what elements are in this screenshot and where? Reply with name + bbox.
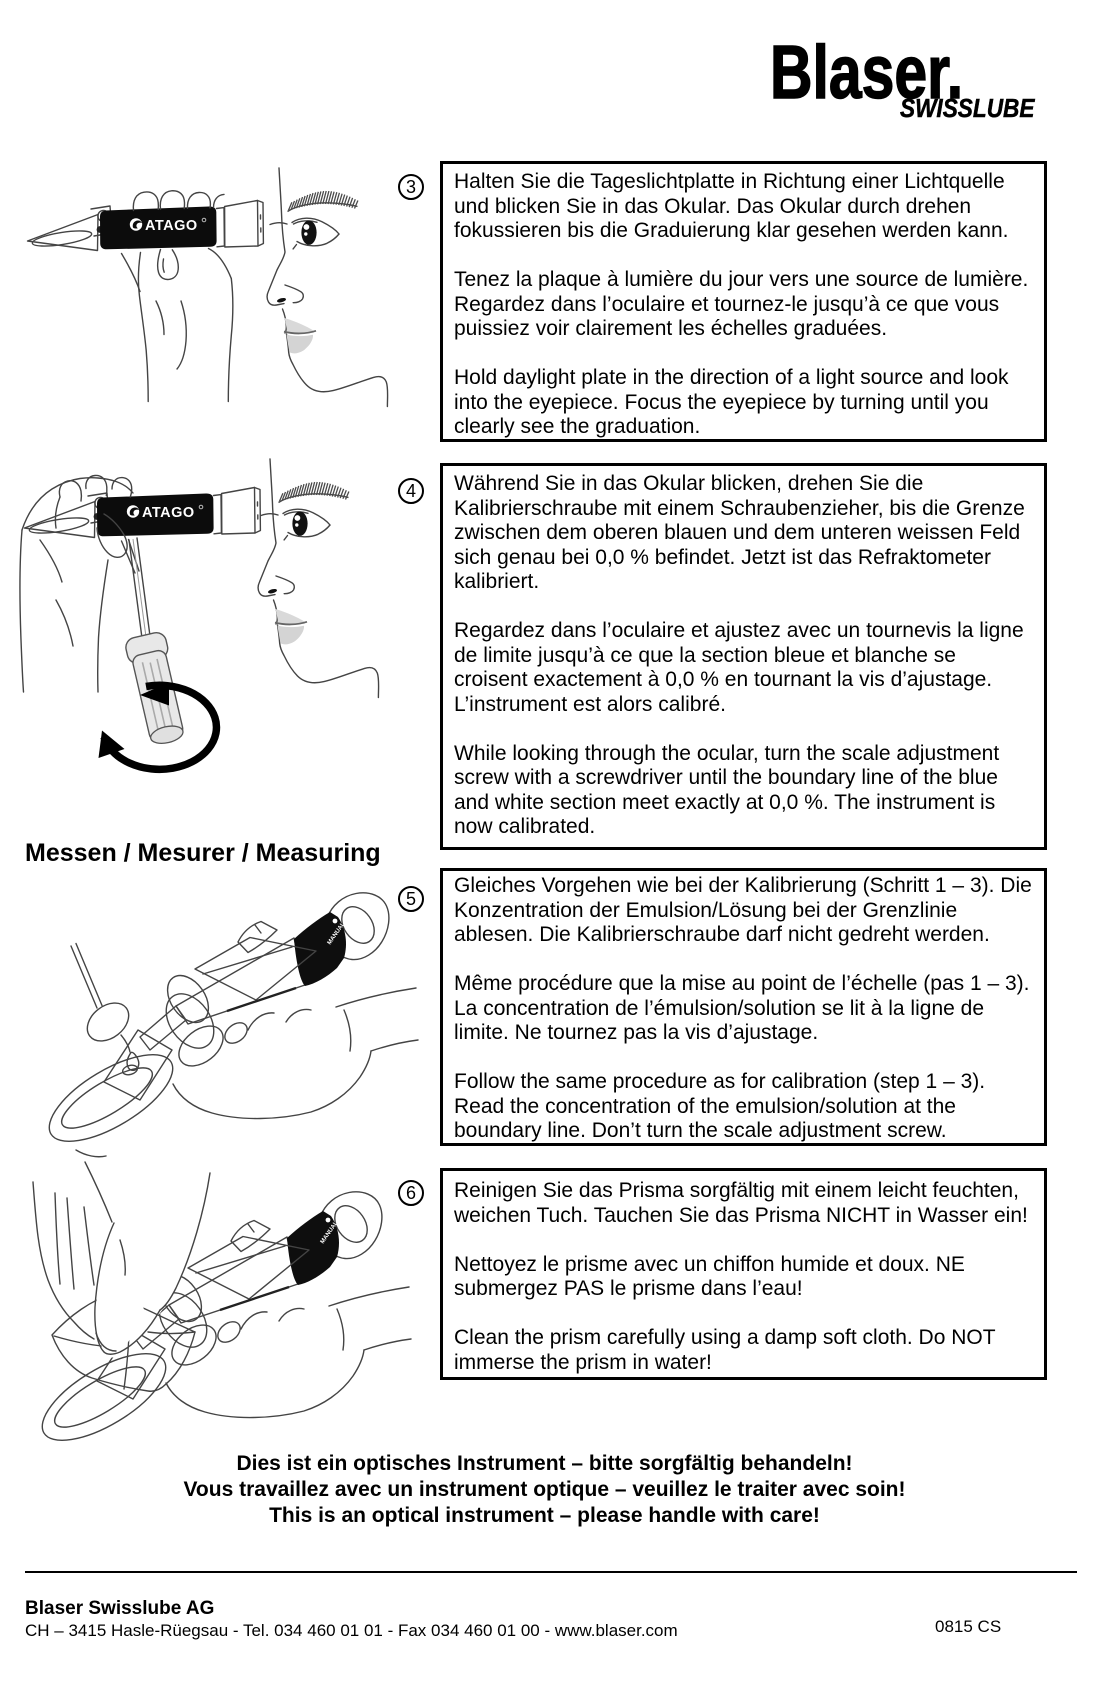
svg-text:ATAGO: ATAGO <box>145 218 198 234</box>
